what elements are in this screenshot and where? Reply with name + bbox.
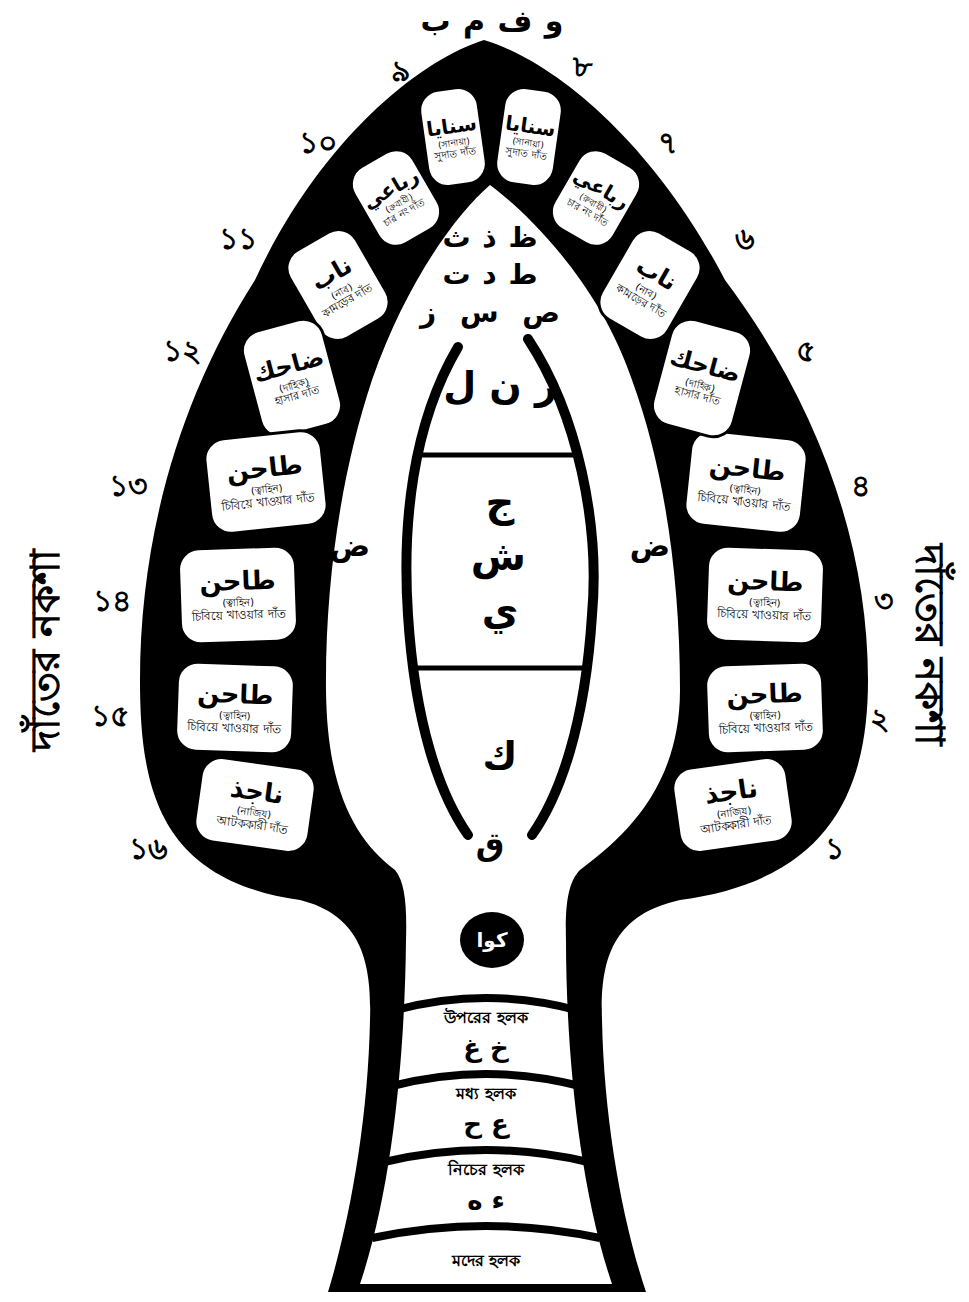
arabic-letters: خ غ <box>463 1032 509 1064</box>
arabic-tooth-name: طاحن <box>708 451 787 489</box>
arabic-letters: ط د ت <box>442 260 537 291</box>
throat-band: মদের হলক <box>396 1238 576 1284</box>
tooth-description: চিবিয়ে খাওয়ার দাঁত <box>187 720 281 737</box>
callout-number: ১১ <box>219 222 257 255</box>
tongue-edge <box>528 339 594 835</box>
callout-number: ১৫ <box>91 699 129 732</box>
callout-number: ৫ <box>796 334 815 367</box>
arabic-letters: ظ ذ ث <box>442 223 537 254</box>
arabic-letters: ر ن ل <box>400 365 600 409</box>
callout-number: ৮ <box>573 50 592 83</box>
tooth-text-group: رباعي(রুবায়ী)চার নং দাঁত <box>359 163 434 232</box>
palate-area <box>326 185 680 1284</box>
arabic-tooth-name: سنايا <box>425 111 478 141</box>
arabic-letters: ض <box>630 529 670 562</box>
tooth-text-group: طاحن(ত্বাহিন)চিবিয়ে খাওয়ার দাঁত <box>217 450 316 515</box>
tooth-text-group: ضاحك(দাহিক)হাসার দাঁত <box>661 344 744 413</box>
tooth-text-group: ضاحك(দাহিক)হাসার দাঁত <box>251 344 334 413</box>
lip-letters: و ف م ب <box>421 4 564 37</box>
callout-number: ১২ <box>163 334 202 367</box>
tooth-text-group: طاحن(ত্বাহিন)চিবিয়ে খাওয়ার দাঁত <box>717 566 813 624</box>
arabic-tooth-name: طاحن <box>726 679 803 712</box>
tooth-description: আটককারী দাঁত <box>216 814 289 838</box>
callout-number: ২ <box>870 702 890 735</box>
tooth-box: طاحن(ত্বাহিন)চিবিয়ে খাওয়ার দাঁত <box>703 544 826 646</box>
arabic-tooth-name: طاحن <box>225 451 304 489</box>
arabic-letters: ص س ز <box>420 298 560 329</box>
tooth-description: চিবিয়ে খাওয়ার দাঁত <box>192 607 286 624</box>
tooth-box: طاحن(ত্বাহিন)চিবিয়ে খাওয়ার দাঁত <box>201 427 331 537</box>
throat-band-name: মদের হলক <box>452 1251 521 1271</box>
arabic-letters: ع ح <box>463 1108 509 1140</box>
arabic-letters: ض <box>330 529 370 562</box>
callout-number: ৩ <box>874 584 894 617</box>
uvula-label: كوا <box>476 929 507 952</box>
tooth-text-group: طاحن(ত্বাহিন)চিবিয়ে খাওয়ার দাঁত <box>190 566 286 624</box>
throat-band-name: নিচের হলক <box>448 1160 524 1180</box>
tooth-box: طاحن(ত্বাহিন)চিবিয়ে খাওয়ার দাঁত <box>681 427 811 537</box>
tooth-box: طاحن(ত্বাহিন)চিবিয়ে খাওয়ার দাঁত <box>173 660 296 756</box>
mouth-outline <box>140 40 868 1292</box>
tooth-text-group: سنايا(সানায়া)সুদাত দাঁত <box>425 111 481 162</box>
throat-band: মধ্য হলক ع ح <box>411 1084 561 1146</box>
tooth-text-group: طاحن(ত্বাহিন)চিবিয়ে খাওয়ার দাঁত <box>697 450 796 515</box>
tooth-box: طاحن(ত্বাহিন)চিবিয়ে খাওয়ার দাঁত <box>703 660 826 756</box>
arabic-letters: ق <box>476 827 505 862</box>
throat-band: নিচের হলক ء ه <box>406 1160 566 1222</box>
tooth-text-group: ناجذ(নাজিয)আটককারী দাঁত <box>694 773 773 838</box>
tooth-text-group: ناب(নাব)কামড়ের দাঁত <box>301 249 375 322</box>
arabic-letters: ء ه <box>467 1184 505 1216</box>
tooth-text-group: ناجذ(নাজিয)আটককারী দাঁত <box>216 773 295 838</box>
tooth-description: চিবিয়ে খাওয়ার দাঁত <box>717 607 811 624</box>
throat-band: উপরের হলক خ غ <box>411 1008 561 1070</box>
arabic-tooth-name: طاحن <box>727 566 804 599</box>
tooth-description: আটককারী দাঁত <box>699 814 772 838</box>
callout-number: ১৩ <box>109 469 148 502</box>
callout-number: ৬ <box>735 222 755 255</box>
tooth-description: চিবিয়ে খাওয়ার দাঁত <box>221 491 316 515</box>
uvula-circle: كوا <box>460 912 524 968</box>
callout-number: ৪ <box>851 469 870 502</box>
tongue-shape: ر ن ل ج ش ي ك <box>400 325 600 845</box>
tooth-text-group: ناب(নাব)কামড়ের দাঁত <box>613 249 687 322</box>
callout-number: ১৪ <box>93 584 131 617</box>
tooth-text-group: سنايا(সানায়া)সুদাত দাঁত <box>501 111 557 162</box>
throat-arc <box>372 1226 600 1238</box>
arabic-tooth-name: طاحن <box>197 679 274 712</box>
callout-number: ১৬ <box>129 832 168 865</box>
tooth-text-group: طاحن(ত্বাহিন)চিবিয়ে খাওয়ার দাঁত <box>187 679 283 737</box>
side-title: দাঁতের নকশা <box>908 544 952 747</box>
tongue-divider <box>413 666 587 671</box>
throat-band-name: উপরের হলক <box>444 1008 528 1028</box>
tooth-description: চিবিয়ে খাওয়ার দাঁত <box>697 491 792 515</box>
tongue-divider <box>417 453 578 458</box>
side-title: দাঁতের নকশা <box>23 549 67 752</box>
arabic-tooth-name: ناجذ <box>703 774 760 811</box>
tooth-box: ناجذ(নাজিয)আটককারী দাঁত <box>190 753 319 857</box>
callout-number: ৯ <box>391 54 410 87</box>
tooth-description: চিবিয়ে খাওয়ার দাঁত <box>719 720 813 737</box>
tooth-text-group: طاحن(ত্বাহিন)চিবিয়ে খাওয়ার দাঁত <box>717 679 813 737</box>
throat-band-name: মধ্য হলক <box>456 1084 516 1104</box>
arabic-letters: ج ش ي <box>474 475 526 637</box>
callout-number: ৭ <box>658 126 678 159</box>
arabic-letters: ك <box>400 735 600 779</box>
arabic-tooth-name: طاحن <box>199 566 276 599</box>
tooth-box: طاحن(ত্বাহিন)চিবিয়ে খাওয়ার দাঁত <box>176 544 299 646</box>
tooth-box: ناجذ(নাজিয)আটককারী দাঁত <box>668 753 797 857</box>
callout-number: ১ <box>825 832 844 865</box>
callout-number: ১০ <box>299 126 338 159</box>
tooth-text-group: رباعي(রুবায়ী)চার নং দাঁত <box>559 163 634 232</box>
tongue-edge <box>406 347 468 835</box>
